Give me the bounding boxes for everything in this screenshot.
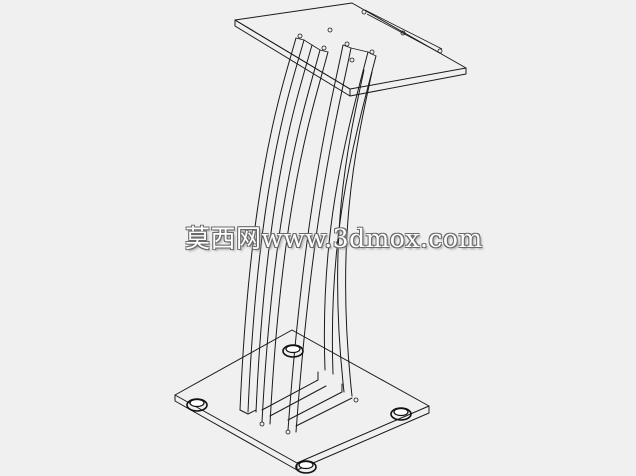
foot-back xyxy=(282,344,304,358)
desk-top-plate xyxy=(234,2,467,97)
watermark-text: 莫西网www.3dmox.com xyxy=(185,224,483,253)
foot-right xyxy=(390,407,412,421)
foot-front xyxy=(295,460,317,474)
base-plate xyxy=(174,329,430,471)
foot-front-left xyxy=(186,398,208,412)
support-panels xyxy=(239,27,377,435)
